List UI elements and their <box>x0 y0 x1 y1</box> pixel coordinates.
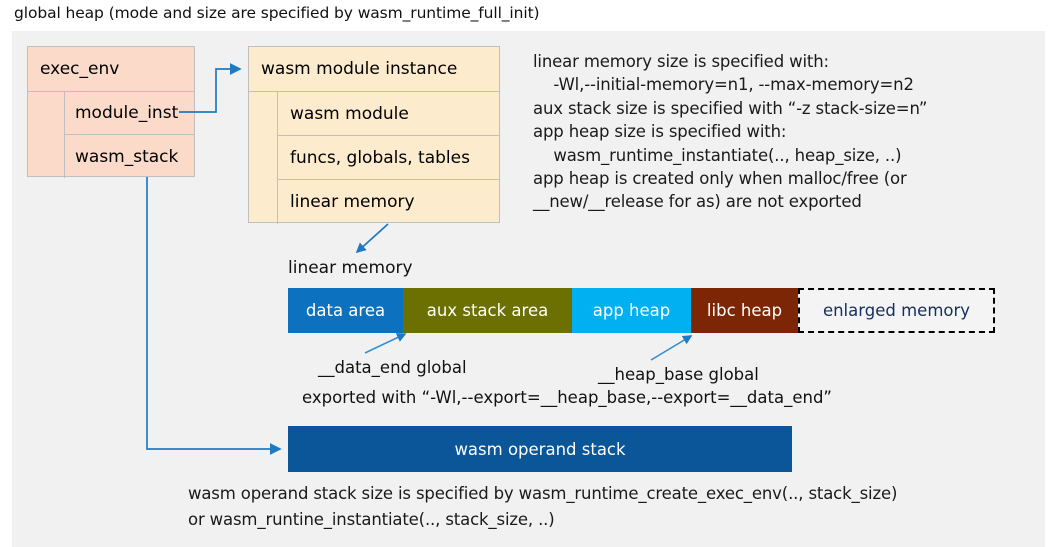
exec-env-field-wasm-stack: wasm_stack <box>64 135 194 178</box>
module-instance-field-funcs-globals-tables: funcs, globals, tables <box>277 136 499 180</box>
exec-env-box: exec_env module_inst wasm_stack <box>27 46 195 178</box>
module-instance-field-linear-memory: linear memory <box>277 180 499 224</box>
memory-segment-app-heap: app heap <box>572 288 691 333</box>
memory-segment-libc-heap: libc heap <box>691 288 798 333</box>
operand-stack-notes: wasm operand stack size is specified by … <box>188 484 898 529</box>
module-instance-header: wasm module instance <box>249 47 499 92</box>
exec-env-header: exec_env <box>28 47 194 92</box>
annotation-exported-with: exported with “-Wl,--export=__heap_base,… <box>302 388 832 407</box>
memory-config-notes: linear memory size is specified with: -W… <box>533 52 928 212</box>
memory-segment-enlarged-memory: enlarged memory <box>798 288 995 333</box>
page-title: global heap (mode and size are specified… <box>14 4 540 22</box>
linear-memory-caption: linear memory <box>288 258 413 278</box>
memory-segment-data-area: data area <box>288 288 403 333</box>
wasm-module-instance-box: wasm module instance wasm module funcs, … <box>248 46 500 224</box>
annotation-data-end-global: __data_end global <box>318 358 467 377</box>
exec-env-field-module-inst: module_inst <box>64 92 194 135</box>
module-instance-field-wasm-module: wasm module <box>277 92 499 136</box>
linear-memory-bar: data area aux stack area app heap libc h… <box>288 288 995 333</box>
annotation-heap-base-global: __heap_base global <box>598 365 759 384</box>
wasm-operand-stack-bar: wasm operand stack <box>288 426 792 472</box>
memory-segment-aux-stack-area: aux stack area <box>403 288 572 333</box>
